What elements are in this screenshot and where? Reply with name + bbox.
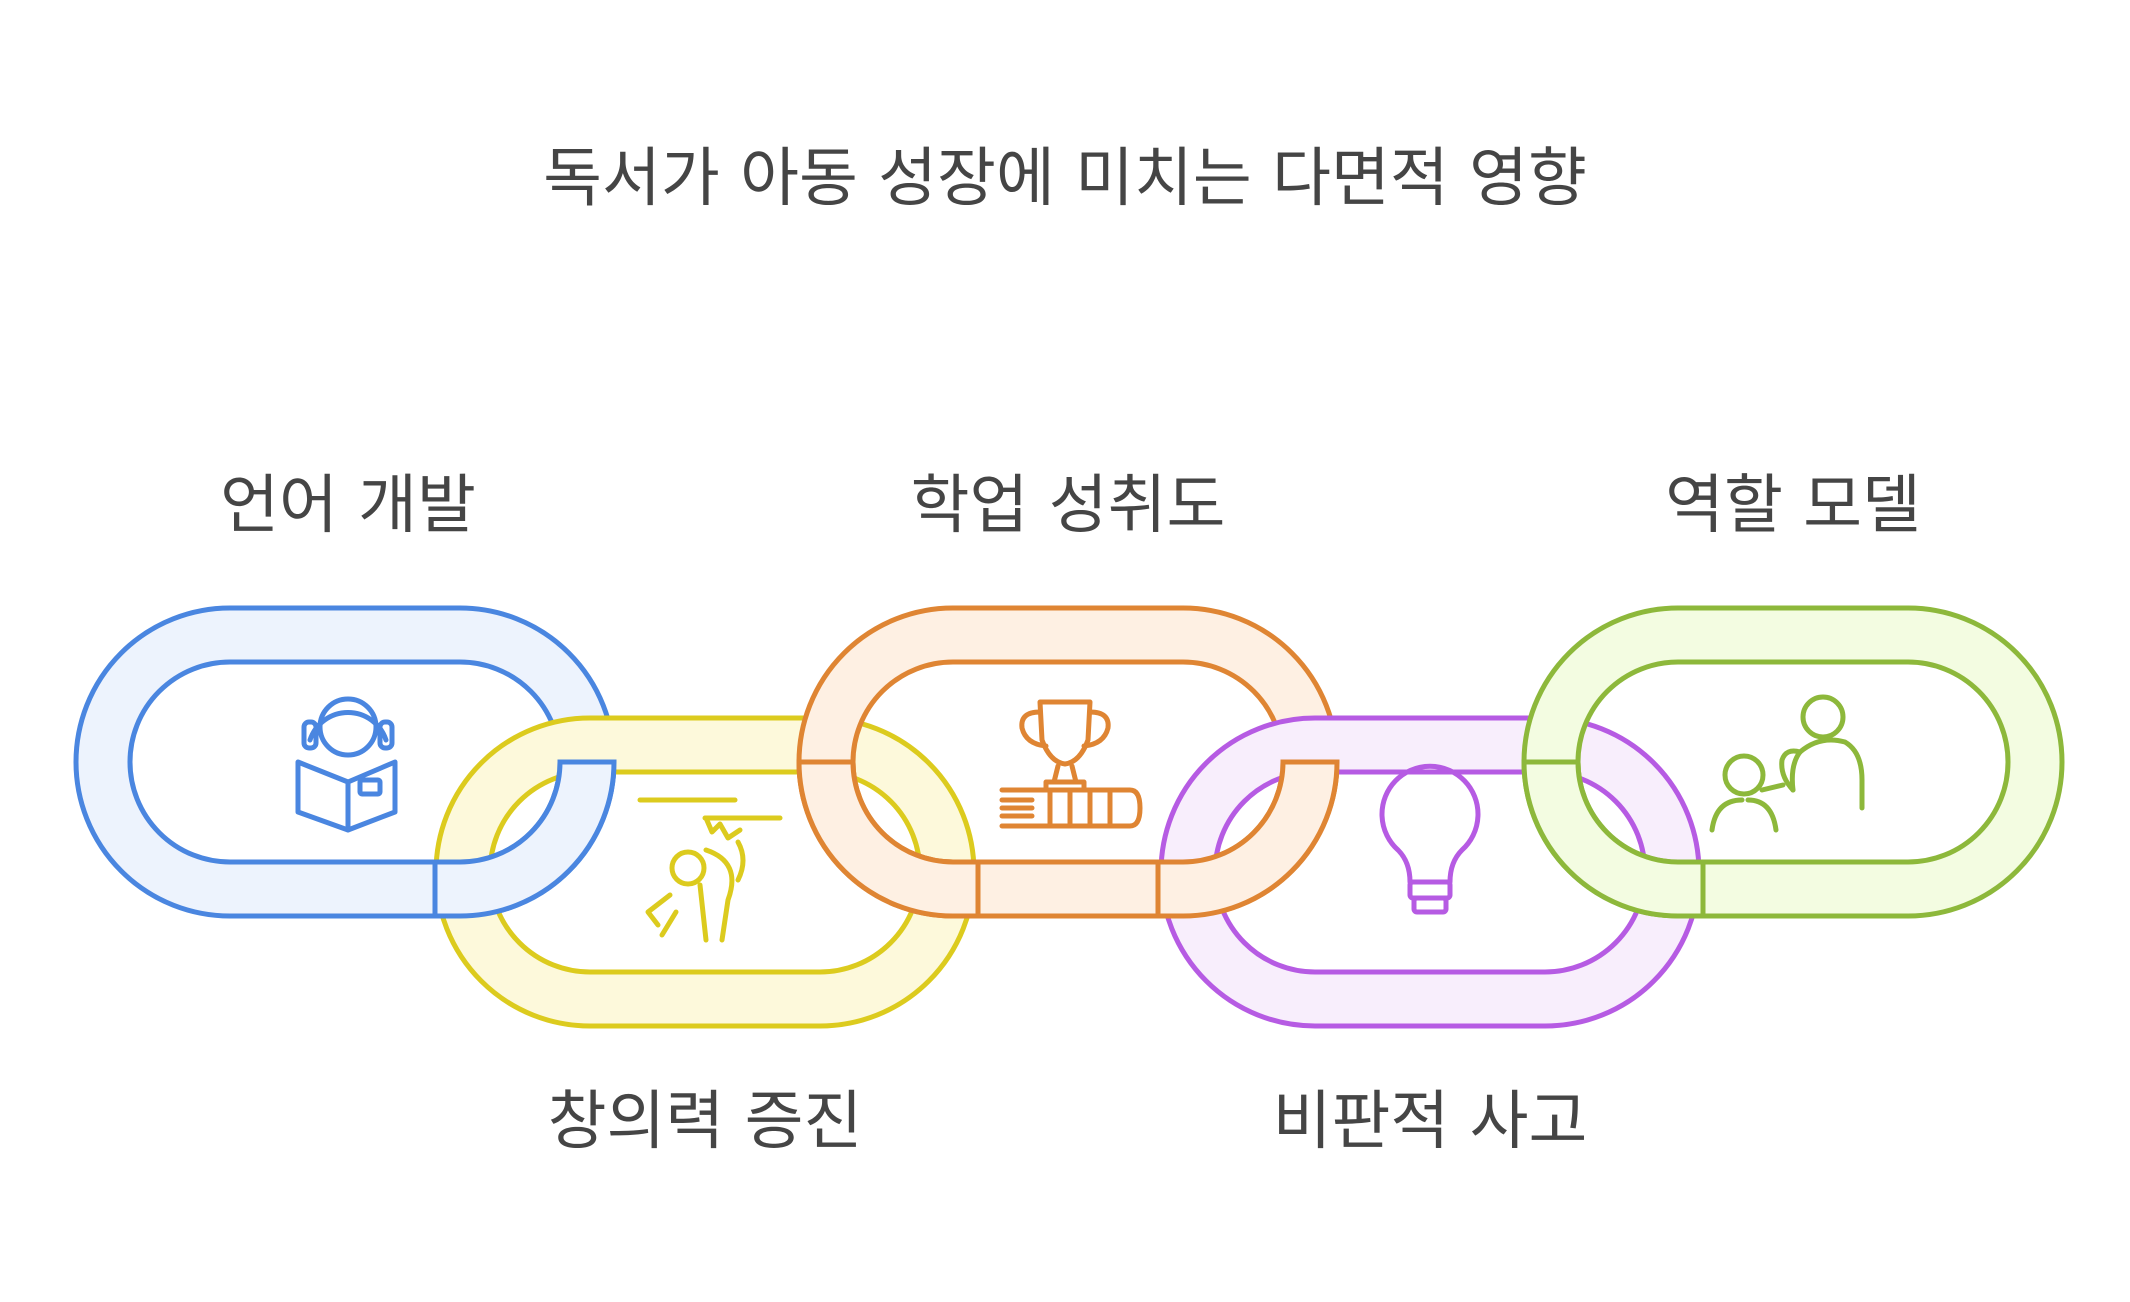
lightbulb-icon [1379,763,1481,915]
interlock-academic-over-critical [1155,759,1340,919]
label-rolemodel: 역할 모델 [1665,469,1921,543]
label-academic: 학업 성취도 [911,469,1226,543]
chain-link-critical [1158,715,1702,1029]
creative-spark-person-icon [637,797,783,943]
chain-link-creativity [433,715,977,1029]
interlock-academic-over-creativity [796,759,981,919]
label-creativity: 창의력 증진 [548,1085,863,1159]
mentor-child-icon [1709,694,1865,833]
trophy-books-icon [999,699,1143,829]
interlock-rolemodel-over-critical [1521,759,1706,919]
label-language: 언어 개발 [220,469,476,543]
label-critical: 비판적 사고 [1273,1085,1588,1159]
reading-headphones-icon [295,696,398,833]
chain-link-rolemodel [1521,605,2065,919]
diagram-title: 독서가 아동 성장에 미치는 다면적 영향 [543,142,1587,216]
interlock-language-over-creativity [432,759,617,919]
